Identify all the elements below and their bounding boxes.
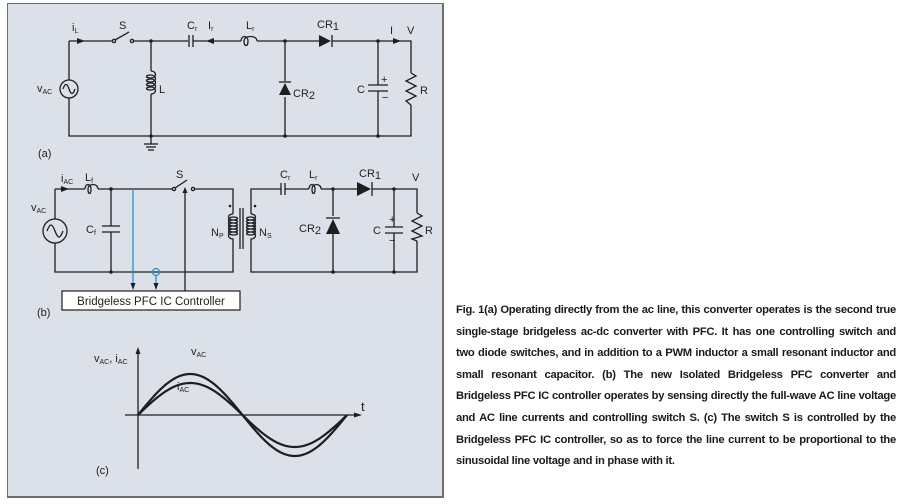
controller-label: Bridgeless PFC IC Controller	[77, 296, 225, 308]
x-axis-arrow	[354, 412, 362, 418]
panel-tag-a: (a)	[38, 148, 51, 160]
capacitor-c-b	[385, 226, 403, 234]
wire	[372, 188, 418, 213]
label-l: L	[159, 84, 165, 96]
label-vac: vAC	[37, 83, 52, 96]
capacitor-c-a	[368, 84, 388, 92]
label-cr1-b: CR1	[359, 168, 381, 182]
current-arrow-i	[393, 38, 401, 44]
wire	[68, 41, 412, 137]
label-cr1: CR1	[317, 19, 339, 33]
controller-box	[61, 290, 241, 311]
label-iac: iAC	[61, 173, 73, 186]
label-vac-b: vAC	[31, 202, 46, 215]
label-v: V	[407, 25, 415, 37]
inductor-lr-b	[308, 183, 322, 195]
label-ns: NS	[259, 227, 272, 240]
label-cr2: CR2	[293, 88, 315, 102]
label-v-b: V	[412, 172, 420, 184]
label-cr2-b: CR2	[299, 223, 321, 237]
label-lr-b: Lr	[309, 169, 318, 182]
label-r-b: R	[425, 225, 433, 237]
current-arrow-ir	[206, 38, 214, 44]
diode-cr2-b	[326, 217, 340, 234]
label-i: I	[390, 25, 393, 37]
figure-caption: Fig. 1(a) Operating directly from the ac…	[456, 304, 896, 468]
wire	[54, 189, 234, 273]
panel-tag-b: (b)	[37, 307, 50, 319]
diode-cr2-a	[279, 81, 291, 95]
current-arrow-iL	[77, 38, 85, 44]
waveform-plot: vAC, iAC vAC iAC t (c)	[94, 346, 365, 477]
label-plus-b: +	[389, 214, 395, 226]
circuit-diagrams: iL S Cr Ir Lr CR1 I V vAC L CR2 C + − R …	[31, 19, 433, 477]
figure-panel: iL S Cr Ir Lr CR1 I V vAC L CR2 C + − R …	[7, 3, 444, 498]
label-c-b: C	[373, 225, 381, 237]
panel-tag-c: (c)	[96, 465, 109, 477]
label-s-b: S	[176, 169, 183, 181]
switch-s-b	[171, 179, 196, 192]
curve-vac-label: vAC	[191, 346, 206, 359]
label-r: R	[420, 85, 428, 97]
switch-s-a	[111, 31, 135, 44]
label-cf: Cf	[86, 224, 96, 237]
label-minus: −	[382, 92, 388, 104]
label-s: S	[119, 20, 126, 32]
label-c: C	[357, 84, 365, 96]
inductor-l	[145, 70, 157, 95]
inductor-lr-a	[240, 35, 258, 47]
label-plus: +	[381, 74, 387, 86]
x-axis-label: t	[361, 399, 365, 414]
ac-source-b	[42, 218, 68, 244]
curve-iac-label: iAC	[177, 381, 189, 394]
label-cr-b: Cr	[280, 169, 291, 182]
label-lr: Lr	[246, 20, 255, 33]
ac-source-a	[59, 79, 79, 99]
label-iL: iL	[72, 22, 78, 35]
label-ir: Ir	[208, 20, 214, 33]
wire	[195, 188, 234, 214]
y-axis-arrow	[135, 347, 141, 354]
curve-iac	[137, 381, 348, 449]
resistor-r-b	[410, 212, 424, 242]
wire	[332, 40, 412, 73]
label-np: NP	[211, 227, 224, 240]
ground-icon	[144, 136, 158, 151]
capacitor-cr-a	[188, 35, 194, 47]
circuit-a: iL S Cr Ir Lr CR1 I V vAC L CR2 C + − R …	[37, 19, 428, 160]
capacitor-cf	[102, 225, 120, 233]
capacitor-cr-b	[280, 183, 286, 195]
transformer	[227, 204, 257, 249]
inductor-lf	[84, 183, 99, 195]
label-cr: Cr	[187, 20, 198, 33]
y-axis-label: vAC, iAC	[94, 353, 128, 366]
diode-cr1-b	[357, 182, 373, 196]
resistor-r-a	[404, 72, 418, 106]
circuit-b: Bridgeless PFC IC Controller iAC Lf S vA…	[31, 168, 433, 319]
label-minus-b: −	[389, 235, 395, 247]
diode-cr1-a	[319, 35, 333, 47]
label-lf: Lf	[85, 172, 93, 185]
current-arrow-iac	[61, 186, 69, 192]
